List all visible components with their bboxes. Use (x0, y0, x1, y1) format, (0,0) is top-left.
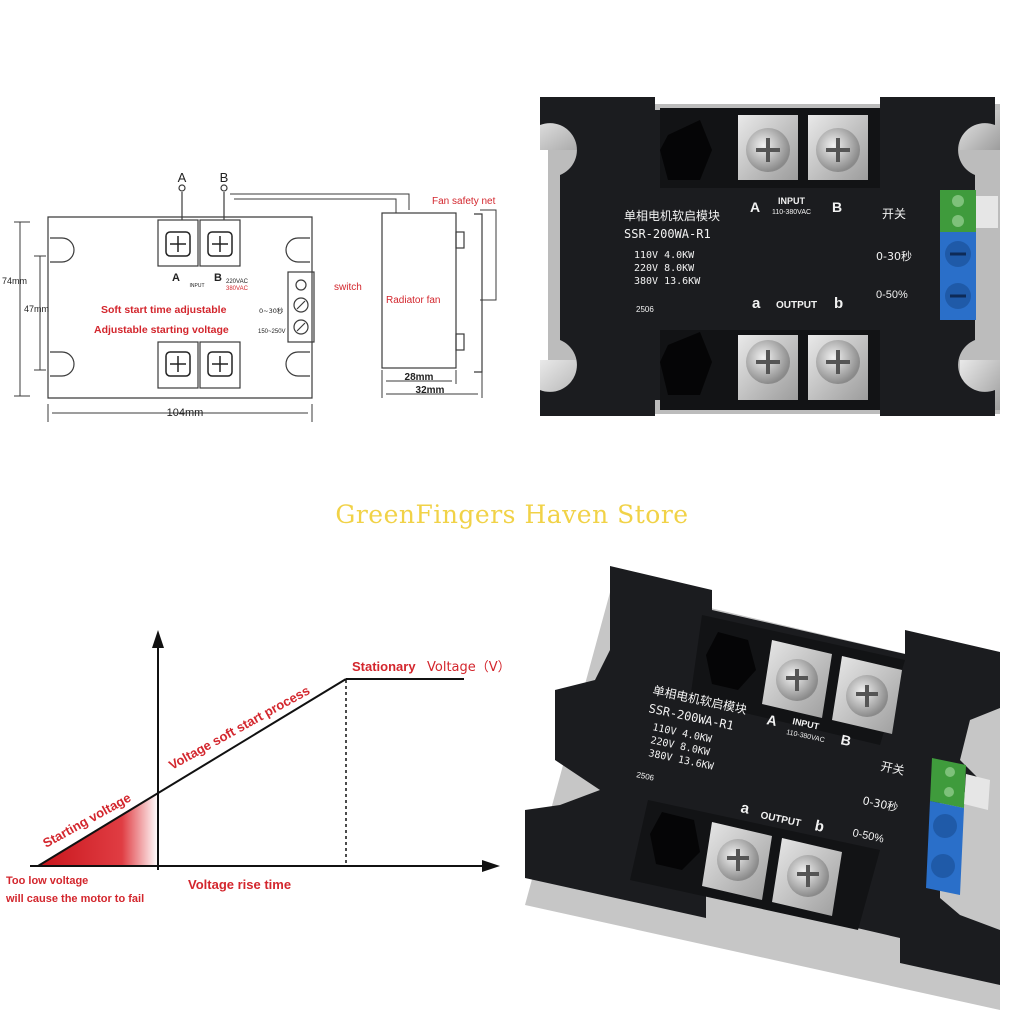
voltage-unit-label: Voltage（V） (427, 660, 511, 675)
dim-74: 74mm (2, 276, 27, 286)
module2-terminal-b: B (839, 731, 852, 749)
module2-output-b: b (813, 817, 826, 836)
radiator-fan-label: Radiator fan (386, 295, 440, 306)
module-input-range: 110-380VAC (772, 209, 811, 216)
label-a: A (172, 272, 180, 284)
label-b: B (214, 272, 222, 284)
fan-safety-net-label: Fan safety net (432, 196, 496, 207)
module-top-labels: 单相电机软启模块 SSR-200WA-R1 110V 4.0KW 220V 8.… (624, 196, 912, 314)
module-spec-220: 220V 8.0KW (634, 263, 695, 274)
soft-start-process-label: Voltage soft start process (166, 683, 312, 773)
soft-start-range: 0~30秒 (259, 306, 284, 315)
adjustable-voltage-label: Adjustable starting voltage (94, 324, 229, 336)
dim-47: 47mm (24, 304, 49, 314)
module-input-label: INPUT (778, 196, 806, 206)
terminal-b-letter: B (220, 170, 229, 185)
dimension-diagram (14, 184, 497, 422)
module2-terminal-a: A (765, 711, 778, 729)
switch-panel (287, 271, 315, 343)
stationary-label: Stationary (352, 659, 416, 674)
terminal-d-block (199, 341, 241, 389)
too-low-line2: will cause the motor to fail (5, 893, 144, 905)
terminal-a-block (157, 219, 199, 267)
terminal-a-letter: A (178, 170, 187, 185)
module-voltage-pct: 0-50% (876, 289, 908, 301)
module-title-cn: 单相电机软启模块 (624, 209, 720, 223)
module-spec-110: 110V 4.0KW (634, 250, 695, 261)
voltage-range-label: 150~250V (258, 329, 286, 335)
radiator-fan-outline (381, 212, 457, 369)
module-time-range: 0-30秒 (876, 249, 912, 263)
module-output-label: OUTPUT (776, 300, 817, 311)
module-output-b: b (834, 295, 843, 312)
y-axis-arrow (152, 630, 164, 648)
dim-104: 104mm (167, 407, 204, 419)
ramp-line (37, 678, 347, 867)
module2-code: 2506 (636, 770, 656, 783)
x-axis-arrow (482, 860, 500, 872)
module-terminal-a: A (750, 199, 760, 215)
terminal-c-block (157, 341, 199, 389)
voltage-220-label: 220VAC (226, 279, 249, 285)
terminal-screws-top (738, 115, 868, 400)
store-name-watermark: GreenFingers Haven Store (335, 500, 689, 529)
dim-28: 28mm (405, 372, 434, 383)
dim-32: 32mm (416, 385, 445, 396)
soft-start-label: Soft start time adjustable (101, 304, 227, 316)
module2-switch-cn: 开关 (879, 759, 905, 778)
input-small-label: INPUT (190, 283, 205, 289)
module-terminal-b: B (832, 199, 842, 215)
rise-time-label: Voltage rise time (188, 877, 291, 892)
module-spec-380: 380V 13.6KW (634, 276, 701, 287)
module-output-a: a (752, 295, 761, 312)
module-switch-cn: 开关 (882, 207, 906, 221)
module-code: 2506 (636, 305, 654, 314)
switch-label: switch (334, 282, 362, 293)
module-photo-top (540, 97, 1000, 416)
voltage-curve-diagram (30, 630, 500, 872)
terminal-b-block (199, 219, 241, 267)
voltage-380-label: 380VAC (226, 286, 249, 292)
module-photo-bottom (525, 566, 1000, 1010)
too-low-line1: Too low voltage (6, 875, 88, 887)
module-body (540, 97, 995, 416)
module-model: SSR-200WA-R1 (624, 227, 711, 241)
